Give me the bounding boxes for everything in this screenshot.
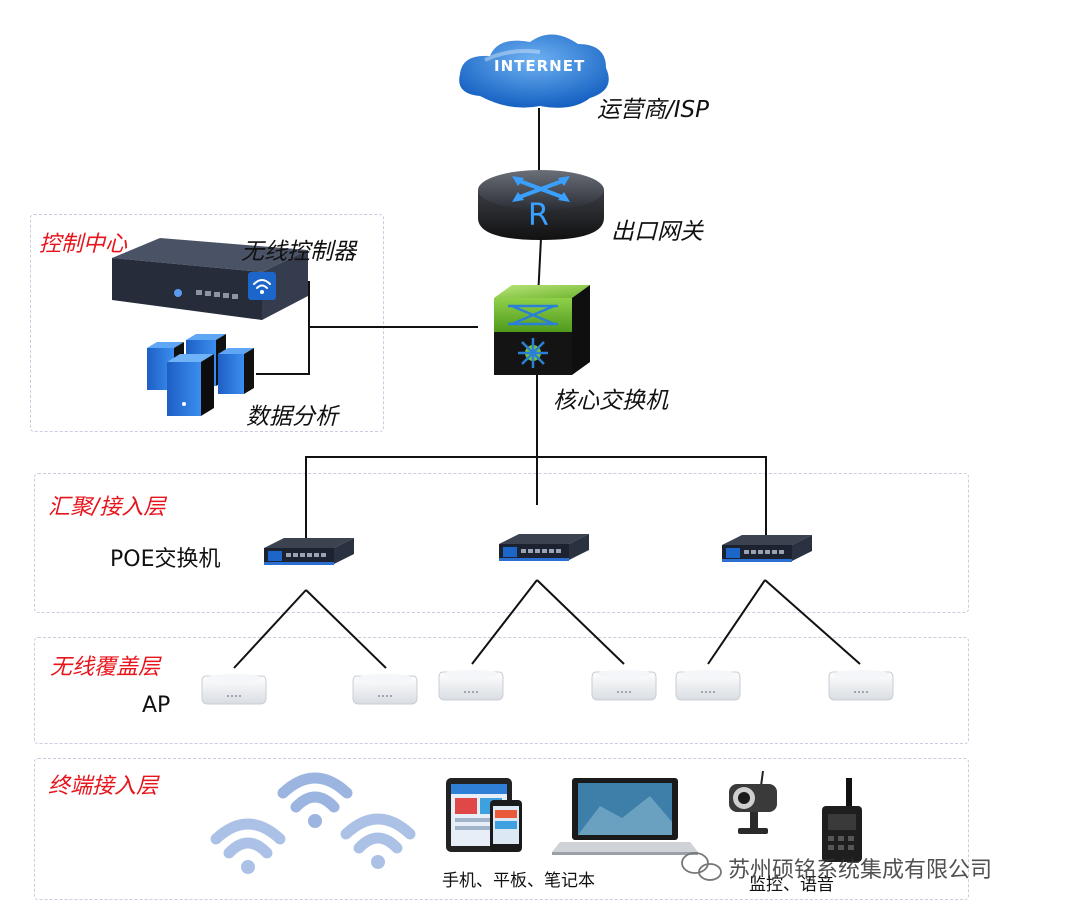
poe-switch-2-icon — [499, 534, 589, 561]
core-switch-caption: 核心交换机 — [553, 388, 668, 414]
data-analysis-caption: 数据分析 — [246, 404, 338, 430]
poe-switch-1-icon — [264, 538, 354, 565]
walkie-talkie-icon — [822, 778, 862, 862]
poe-switch-caption: POE交换机 — [110, 547, 221, 572]
aggregation-layer-title: 汇聚/接入层 — [48, 495, 166, 520]
wifi-signal-1-icon — [216, 824, 280, 874]
wechat-watermark-icon — [681, 852, 722, 881]
ap-3-icon — [438, 669, 504, 701]
router-icon — [478, 170, 604, 240]
ap-caption: AP — [142, 693, 171, 718]
wireless-layer-zone — [34, 637, 969, 744]
terminal-layer-title: 终端接入层 — [48, 774, 159, 799]
ap-4-icon — [591, 669, 657, 701]
tablet-phone-icon — [446, 778, 522, 852]
core-switch-icon — [494, 285, 590, 375]
ap-2-icon — [352, 673, 418, 705]
wifi-signal-2-icon — [283, 778, 347, 828]
internet-cloud-label: INTERNET — [494, 57, 586, 75]
devices-caption: 手机、平板、笔记本 — [442, 871, 595, 891]
aggregation-layer-zone — [34, 473, 969, 613]
connection-lines — [233, 108, 861, 669]
analytics-servers-icon — [147, 334, 254, 416]
wireless-controller-caption: 无线控制器 — [241, 239, 356, 265]
wireless-layer-title: 无线覆盖层 — [50, 655, 161, 680]
internet-cloud-icon — [459, 34, 609, 108]
ap-6-icon — [828, 669, 894, 701]
wireless-controller-icon — [112, 238, 308, 320]
laptop-icon — [552, 778, 698, 855]
wifi-signal-3-icon — [346, 819, 410, 869]
surveillance-caption: 监控、语音 — [749, 875, 834, 895]
ap-1-icon — [201, 673, 267, 705]
control-center-title: 控制中心 — [39, 232, 128, 257]
control-center-zone — [30, 214, 384, 432]
ap-5-icon — [675, 669, 741, 701]
watermark-text: 苏州硕铭系统集成有限公司 — [728, 858, 993, 883]
surveillance-camera-icon — [729, 770, 777, 834]
gateway-caption: 出口网关 — [611, 219, 703, 245]
router-letter: R — [528, 198, 549, 233]
isp-caption: 运营商/ISP — [597, 97, 710, 123]
terminal-layer-zone — [34, 758, 969, 900]
poe-switch-3-icon — [722, 535, 812, 562]
wifi-signals — [216, 778, 410, 874]
